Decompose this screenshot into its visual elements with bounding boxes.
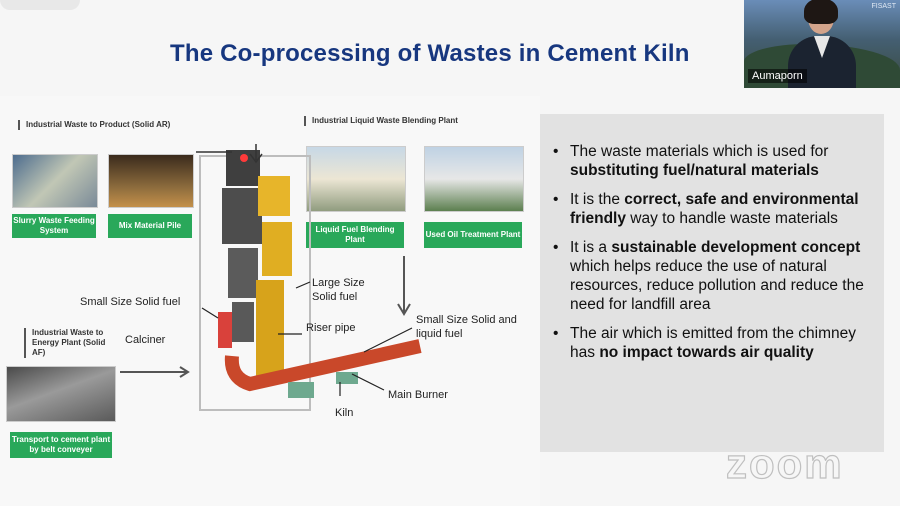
label-large-size: Large Size Solid fuel bbox=[312, 277, 365, 303]
participant-name: Aumaporn bbox=[748, 69, 807, 83]
label-small-size-left: Small Size Solid fuel bbox=[80, 296, 181, 308]
used-oil-photo bbox=[424, 146, 524, 212]
label-calciner: Calciner bbox=[125, 334, 166, 346]
bullet-item: It is a sustainable development concept … bbox=[548, 238, 874, 314]
label-industrial-waste-product: Industrial Waste to Product (Solid AR) bbox=[18, 120, 176, 130]
label-kiln: Kiln bbox=[335, 407, 354, 419]
conveyer-photo bbox=[6, 366, 116, 422]
zoom-logo: zoom bbox=[725, 439, 844, 487]
slide-title: The Co-processing of Wastes in Cement Ki… bbox=[170, 40, 690, 67]
label-liquid-waste-plant: Industrial Liquid Waste Blending Plant bbox=[304, 116, 512, 126]
corner-tag: FISAST bbox=[871, 3, 896, 10]
transport-label: Transport to cement plant by belt convey… bbox=[10, 432, 112, 458]
used-oil-label: Used Oil Treatment Plant bbox=[424, 222, 522, 248]
slurry-label: Slurry Waste Feeding System bbox=[12, 214, 96, 238]
bullet-item: The air which is emitted from the chimne… bbox=[548, 324, 874, 362]
bullet-item: The waste materials which is used for su… bbox=[548, 142, 874, 180]
diagram-panel: Industrial Waste to Product (Solid AR) S… bbox=[0, 96, 540, 506]
participant-avatar bbox=[788, 0, 856, 88]
bullet-item: It is the correct, safe and environmenta… bbox=[548, 190, 874, 228]
kiln-diagram bbox=[120, 144, 422, 411]
bullet-list: The waste materials which is used for su… bbox=[548, 142, 874, 372]
liquid-fuel-photo bbox=[306, 146, 406, 212]
window-corner bbox=[0, 0, 80, 10]
slurry-photo bbox=[12, 154, 98, 208]
label-main-burner: Main Burner bbox=[388, 389, 448, 401]
mix-pile-photo bbox=[108, 154, 194, 208]
bullet-panel: The waste materials which is used for su… bbox=[540, 114, 884, 452]
participant-video-tile[interactable]: FISAST Aumaporn bbox=[744, 0, 900, 88]
mix-label: Mix Material Pile bbox=[108, 214, 192, 238]
liquid-fuel-label: Liquid Fuel Blending Plant bbox=[306, 222, 404, 248]
label-small-size-right: Small Size Solid and liquid fuel bbox=[416, 314, 517, 340]
label-energy-plant: Industrial Waste to Energy Plant (Solid … bbox=[24, 328, 116, 358]
label-riser-pipe: Riser pipe bbox=[306, 322, 356, 334]
